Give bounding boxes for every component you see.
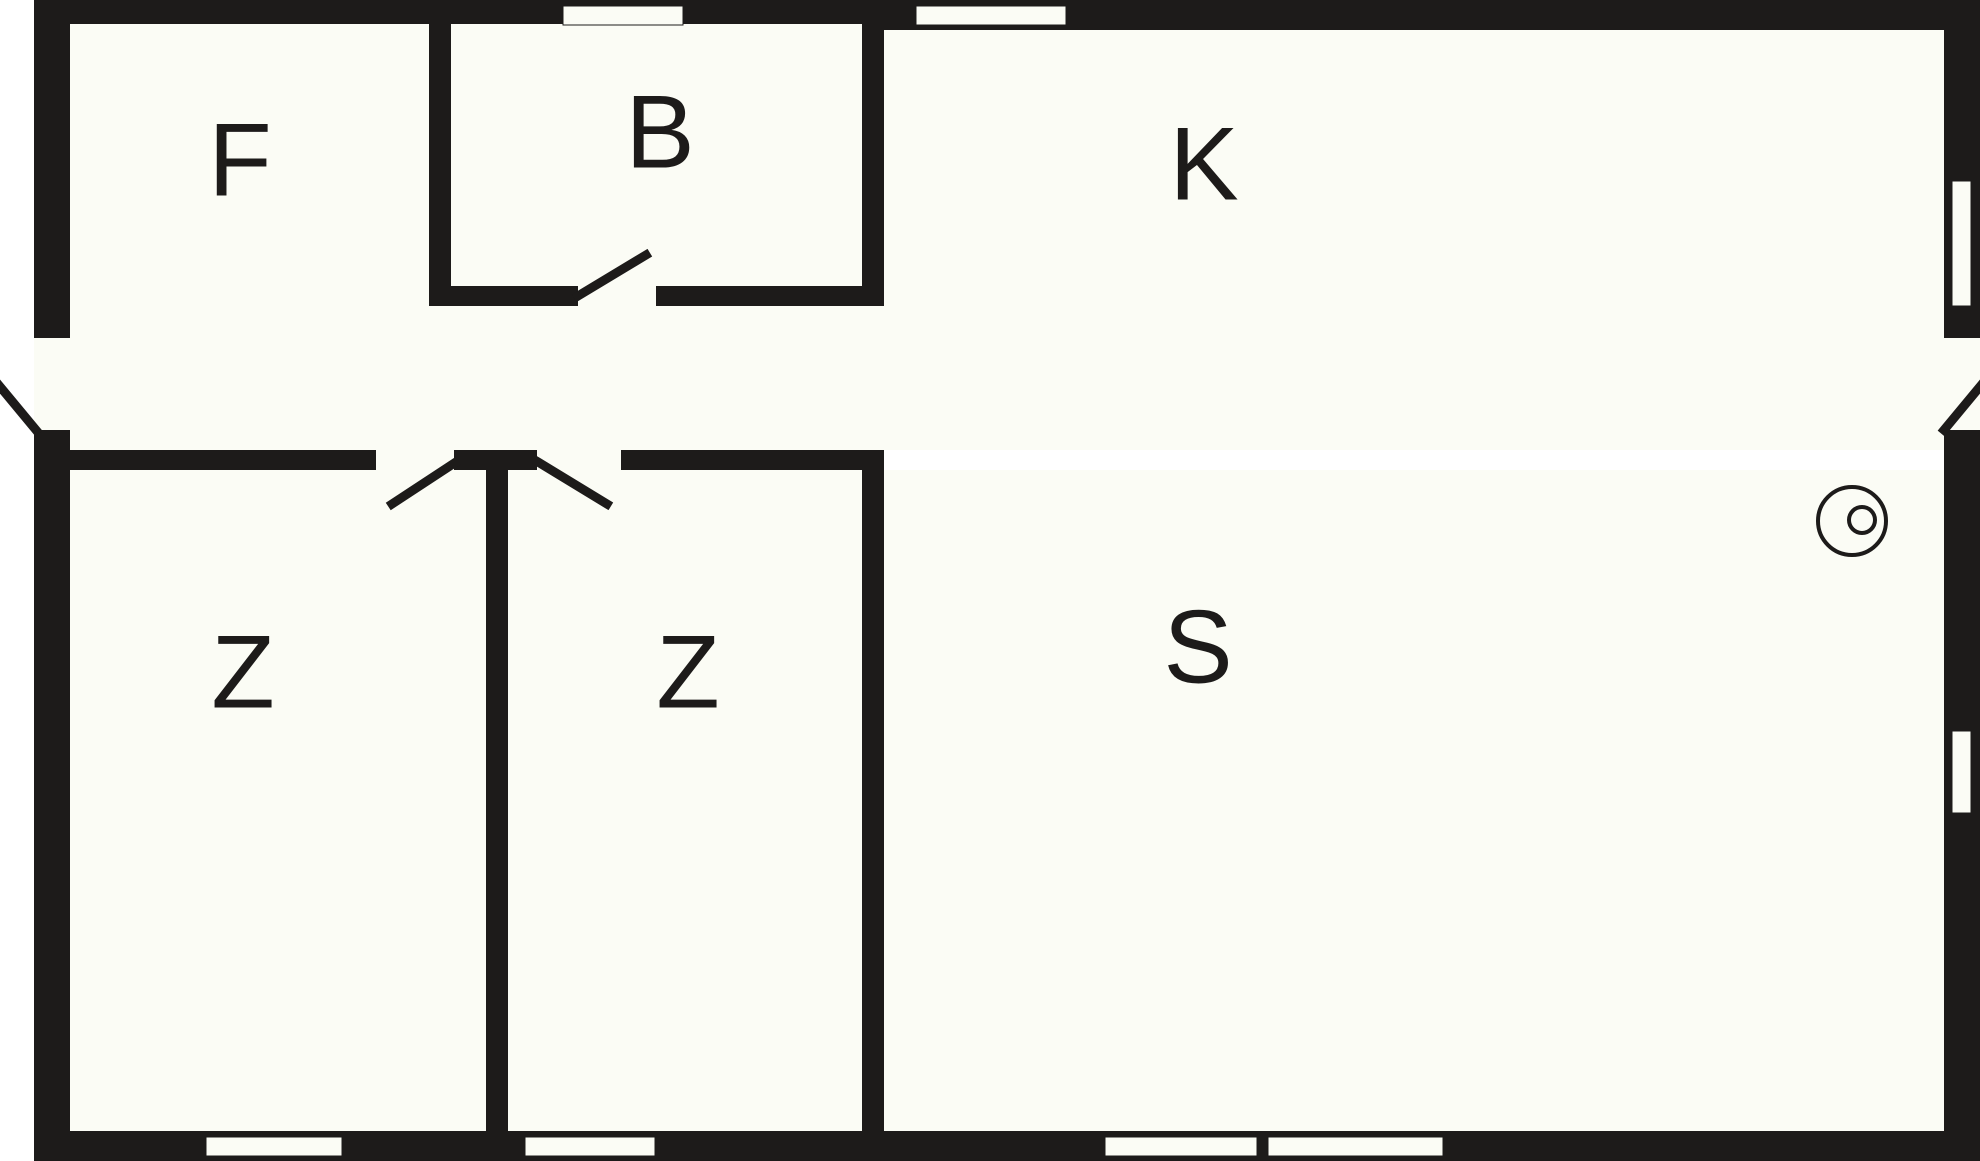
door-opening-entry-right xyxy=(1944,338,1980,430)
window-bottom-2 xyxy=(524,1136,656,1157)
wall-partition-z-z xyxy=(486,450,508,1131)
room-label-f: F xyxy=(208,102,272,218)
door-leaf-entry-right xyxy=(1937,379,1980,437)
fixtures-group xyxy=(1816,485,1888,557)
floor-room-z-right xyxy=(508,470,862,1131)
wall-corridor-bottom-seg-3 xyxy=(621,450,884,470)
door-leaf-bathroom-b xyxy=(571,248,653,303)
door-leaf-entry-left xyxy=(0,379,43,437)
floor-corridor xyxy=(70,306,1944,450)
door-leaf-z-left xyxy=(385,455,463,511)
window-right-upper xyxy=(1951,180,1972,307)
wall-partition-f-b xyxy=(429,24,451,306)
window-top-right xyxy=(915,5,1067,26)
wall-partition-b-bottom-right xyxy=(656,286,884,306)
door-opening-z-left xyxy=(376,450,454,470)
room-label-s: S xyxy=(1163,589,1232,705)
window-bottom-1 xyxy=(205,1136,343,1157)
room-label-k: K xyxy=(1169,106,1238,222)
door-leaf-z-right xyxy=(531,455,614,511)
window-bottom-4 xyxy=(1267,1136,1444,1157)
wall-exterior-left xyxy=(34,0,70,1161)
room-label-z-left: Z xyxy=(211,614,275,730)
wall-partition-b-k xyxy=(862,0,884,306)
room-labels-group: F B K Z Z S xyxy=(208,74,1238,730)
wall-exterior-right xyxy=(1944,0,1980,1161)
sink-fixture-drain xyxy=(1847,505,1877,535)
wall-exterior-bottom xyxy=(34,1131,1980,1161)
window-right-lower xyxy=(1951,730,1972,814)
door-leaves-group xyxy=(0,248,1980,511)
room-label-z-right: Z xyxy=(656,614,720,730)
window-bottom-3 xyxy=(1104,1136,1258,1157)
windows-group xyxy=(205,5,1972,1157)
door-opening-z-right xyxy=(537,450,621,470)
door-opening-entry-left xyxy=(34,338,70,430)
floor-room-z-left xyxy=(70,470,486,1131)
door-openings-group xyxy=(34,286,1980,470)
room-floors xyxy=(70,24,1944,1131)
sink-fixture-outer xyxy=(1816,485,1888,557)
wall-corridor-bottom-seg-1 xyxy=(56,450,376,470)
wall-partition-z-s xyxy=(862,450,884,1131)
window-top-left xyxy=(562,5,684,26)
room-label-b: B xyxy=(625,74,694,190)
wall-mass xyxy=(34,0,1980,1161)
floor-room-b xyxy=(451,24,862,286)
wall-partition-b-bottom-left xyxy=(429,286,578,306)
floor-room-s xyxy=(884,470,1944,1131)
door-opening-bathroom-b xyxy=(578,286,656,306)
